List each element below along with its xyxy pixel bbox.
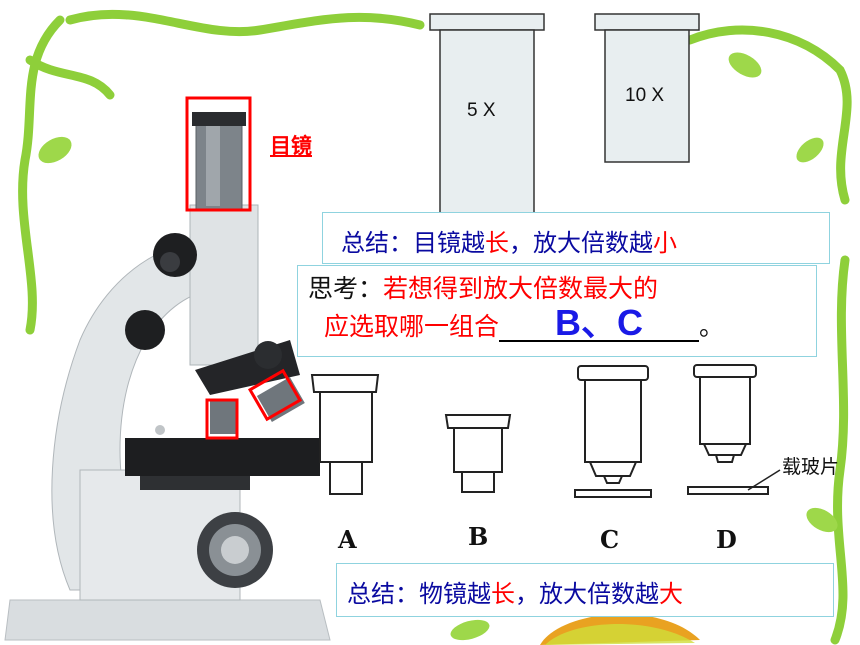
- think-question-2: 应选取哪一组合: [324, 312, 500, 341]
- slide-label: 载玻片: [782, 456, 840, 478]
- eyepiece-summary-key1: 长: [485, 229, 509, 257]
- objective-summary-box: 总结：物镜越长，放大倍数越大: [336, 563, 834, 617]
- objective-summary-key2: 大: [659, 580, 683, 608]
- lens-letter-a: A: [338, 525, 357, 554]
- highlight-boxes: [185, 96, 303, 440]
- eyepiece-summary-box: 总结：目镜越长，放大倍数越小: [322, 212, 830, 264]
- orange-blob-top: [545, 624, 695, 645]
- lens-letter-c: C: [600, 525, 620, 554]
- vine-frame: [18, 9, 852, 645]
- tube-5x-label: 5 X: [467, 100, 496, 121]
- eyepiece-summary-key2: 小: [653, 229, 677, 257]
- eyepiece-label: 目镜: [270, 134, 312, 158]
- vine-leaves: [38, 52, 838, 641]
- think-line1: 思考：若想得到放大倍数最大的: [308, 272, 816, 306]
- think-question-1: 若想得到放大倍数最大的: [383, 274, 659, 303]
- slide-pointer-line: [747, 469, 781, 491]
- think-answer: B、C: [499, 305, 700, 342]
- tube-10x-label: 10 X: [625, 85, 665, 106]
- lens-d-shape: [687, 364, 769, 495]
- lens-letter-b: B: [468, 522, 489, 551]
- think-lead: 思考：: [308, 274, 384, 303]
- objective-highlight-2: [247, 368, 303, 422]
- objective-summary-prefix: 总结：物镜越: [347, 580, 491, 608]
- eyepiece-highlight: [185, 96, 252, 212]
- objective-summary-key1: 长: [491, 580, 515, 608]
- eyepiece-summary-prefix: 总结：目镜越: [341, 229, 485, 257]
- objective-lenses: [310, 364, 781, 498]
- microscope: [4, 112, 331, 641]
- think-end: 。: [699, 312, 725, 341]
- tube-10x-shape: [594, 13, 700, 163]
- objective-highlight-1: [205, 398, 239, 440]
- tube-5x-shape: [429, 13, 545, 216]
- objective-summary-middle: ，放大倍数越: [515, 580, 659, 608]
- eyepiece-summary-middle: ，放大倍数越: [509, 229, 653, 257]
- lens-letter-d: D: [716, 525, 737, 554]
- lens-a-shape: [310, 374, 380, 495]
- lens-b-shape: [444, 414, 512, 493]
- lens-c-shape: [574, 365, 652, 498]
